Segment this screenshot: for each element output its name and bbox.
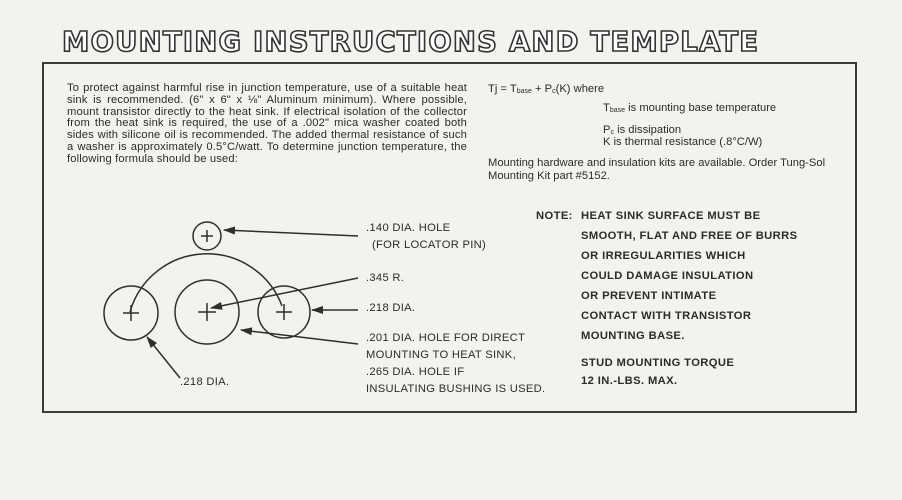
mounting-line: .265 DIA. HOLE IF (366, 366, 465, 378)
note-line: MOUNTING BASE. (581, 330, 685, 342)
locator-arc (129, 253, 283, 313)
torque-line: STUD MOUNTING TORQUE (581, 357, 735, 369)
instructions-panel (42, 62, 857, 413)
def-pc-text: is dissipation (613, 124, 682, 136)
note-line: OR PREVENT INTIMATE (581, 290, 717, 302)
note-line: OR IRREGULARITIES WHICH (581, 250, 746, 262)
torque-note: STUD MOUNTING TORQUE 12 IN.-LBS. MAX. (581, 354, 841, 390)
mounting-leader (240, 327, 359, 345)
radius-label: .345 R. (366, 272, 405, 284)
torque-line: 12 IN.-LBS. MAX. (581, 375, 678, 387)
note-line: HEAT SINK SURFACE MUST BE (581, 210, 761, 222)
def-base-text: is mounting base temperature (625, 102, 777, 114)
mounting-line: .201 DIA. HOLE FOR DIRECT (366, 332, 526, 344)
intro-paragraph: To protect against harmful rise in junct… (67, 82, 467, 165)
center-mounting-hole (174, 279, 240, 345)
left-dia-label: .218 DIA. (180, 376, 230, 388)
mounting-line: INSULATING BUSHING IS USED. (366, 383, 546, 395)
page-title: MOUNTING INSTRUCTIONS AND TEMPLATE (61, 25, 760, 59)
formula-rhs-sub: c (552, 88, 556, 95)
formula-rhs: + P (531, 83, 553, 95)
locator-leader (223, 226, 359, 237)
formula-lhs: Tj = T (488, 83, 517, 95)
formula-tail: (K) where (555, 83, 605, 95)
left-mounting-hole (103, 285, 159, 341)
locator-hole (192, 221, 222, 251)
def-pc-sub: c (610, 129, 614, 136)
locator-line: .140 DIA. HOLE (366, 222, 451, 234)
note-line: CONTACT WITH TRANSISTOR (581, 310, 752, 322)
hardware-note: Mounting hardware and insulation kits ar… (488, 157, 826, 182)
note-body: HEAT SINK SURFACE MUST BE SMOOTH, FLAT A… (581, 206, 851, 346)
mounting-hole-label: .201 DIA. HOLE FOR DIRECT MOUNTING TO HE… (366, 330, 566, 398)
def-thermal-resistance: K is thermal resistance (.8°C/W) (603, 136, 763, 148)
right-mounting-hole (257, 285, 311, 339)
def-base-sub: base (609, 107, 626, 114)
locator-hole-label: .140 DIA. HOLE (FOR LOCATOR PIN) (366, 220, 516, 254)
note-label: NOTE: (536, 210, 573, 222)
def-dissipation: Pc is dissipation (603, 124, 681, 139)
locator-line: (FOR LOCATOR PIN) (372, 239, 487, 251)
formula-lhs-sub: base (516, 88, 532, 95)
def-base-temperature: Tbase is mounting base temperature (603, 102, 776, 117)
junction-formula: Tj = Tbase + Pc(K) where (488, 83, 604, 98)
radius-leader (210, 277, 359, 310)
dia-left-leader (146, 336, 181, 379)
def-base-symbol: T (603, 102, 610, 114)
note-line: COULD DAMAGE INSULATION (581, 270, 754, 282)
def-pc-symbol: P (603, 124, 611, 136)
right-dia-label: .218 DIA. (366, 302, 416, 314)
note-line: SMOOTH, FLAT AND FREE OF BURRS (581, 230, 798, 242)
mounting-line: MOUNTING TO HEAT SINK, (366, 349, 516, 361)
